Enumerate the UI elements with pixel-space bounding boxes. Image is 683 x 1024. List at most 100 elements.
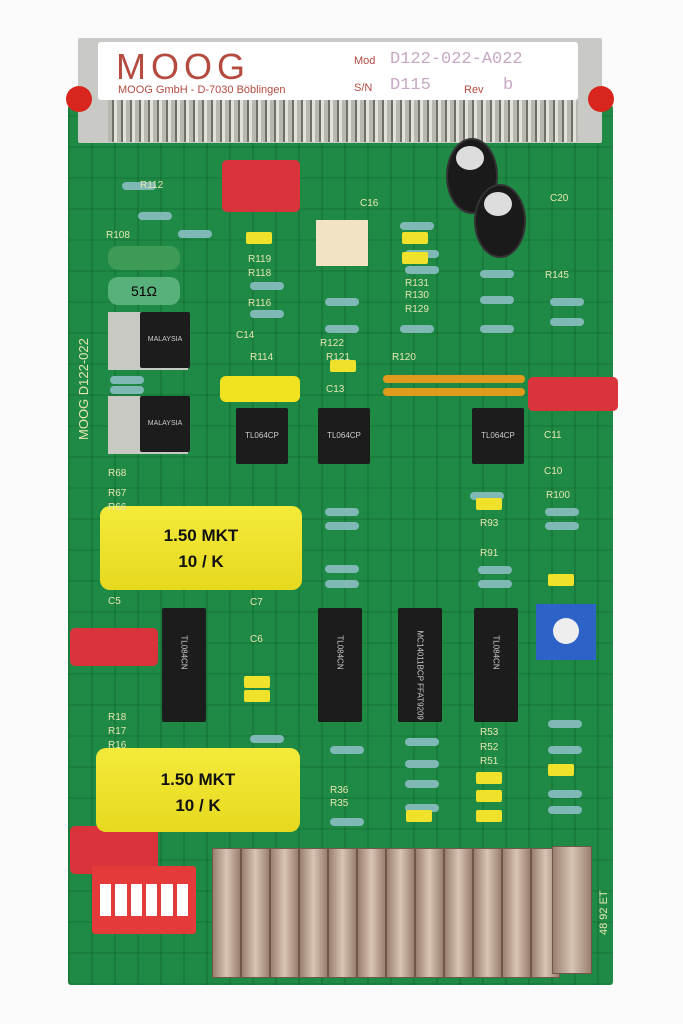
- silkscreen-ref: R129: [405, 304, 429, 315]
- relay: [444, 848, 473, 978]
- yellow-capacitor: [402, 252, 428, 264]
- resistor: [330, 818, 364, 826]
- silkscreen-ref: R108: [106, 230, 130, 241]
- yellow-capacitor: [476, 790, 502, 802]
- resistor: [325, 325, 359, 333]
- resistor: [405, 760, 439, 768]
- resistor: [110, 386, 144, 394]
- yellow-capacitor: [406, 810, 432, 822]
- ic-chip: TL064CP: [318, 408, 370, 464]
- resistor: [325, 298, 359, 306]
- dip-switch-4[interactable]: [145, 884, 158, 916]
- resistor: [480, 270, 514, 278]
- resistor: [478, 580, 512, 588]
- silkscreen-ref: R18: [108, 712, 127, 723]
- resistor: [550, 318, 584, 326]
- ejector-left: [66, 86, 92, 112]
- silkscreen-ref: R67: [108, 488, 127, 499]
- dip-switch[interactable]: [92, 866, 196, 934]
- brand-logo: MOOG: [116, 46, 250, 87]
- date-code: 48 92 ET: [598, 890, 610, 935]
- relay: [386, 848, 415, 978]
- resistor: [330, 746, 364, 754]
- yellow-capacitor: [244, 690, 270, 702]
- silkscreen-ref: C14: [236, 330, 255, 341]
- rev-label: Rev: [464, 84, 484, 96]
- red-capacitor: [222, 160, 300, 212]
- cap-value: 1.50 MKT: [160, 770, 236, 789]
- resistor: [400, 222, 434, 230]
- ic-chip: TL084CN: [318, 608, 362, 722]
- silkscreen-ref: R118: [248, 268, 272, 279]
- silkscreen-ref: R131: [405, 278, 429, 289]
- yellow-capacitor: [476, 810, 502, 822]
- silkscreen-ref: R122: [320, 338, 344, 349]
- dip-switch-3[interactable]: [130, 884, 142, 916]
- red-capacitor: [70, 628, 158, 666]
- resistor: [480, 325, 514, 333]
- silkscreen-ref: C5: [108, 596, 121, 607]
- dip-switch-2[interactable]: [115, 884, 127, 916]
- silkscreen-ref: R91: [480, 548, 499, 559]
- relay: [241, 848, 270, 978]
- silkscreen-ref: R16: [108, 740, 127, 751]
- cap-tolerance: 10 / K: [175, 796, 221, 815]
- resistor: [110, 376, 144, 384]
- mod-label: Mod: [354, 55, 376, 67]
- board-id: MOOG D122-022: [76, 338, 91, 440]
- silkscreen-ref: R112: [140, 180, 164, 191]
- electrolytic-capacitor: [474, 184, 526, 258]
- ic-chip: TL064CP: [236, 408, 288, 464]
- resistor: [400, 325, 434, 333]
- relay: [415, 848, 444, 978]
- resistor: [480, 296, 514, 304]
- silkscreen-ref: C7: [250, 597, 263, 608]
- dip-switch-6[interactable]: [176, 884, 188, 916]
- resistor: [470, 492, 504, 500]
- sn-label: S/N: [354, 82, 373, 94]
- resistor: [325, 565, 359, 573]
- silkscreen-ref: R66: [108, 502, 127, 513]
- resistor: [325, 522, 359, 530]
- relay: [552, 846, 592, 974]
- relay: [328, 848, 357, 978]
- yellow-capacitor: [402, 232, 428, 244]
- cap-tolerance: 10 / K: [178, 552, 224, 571]
- relay: [357, 848, 386, 978]
- silkscreen-ref: C6: [250, 634, 263, 645]
- ejector-right: [588, 86, 614, 112]
- resistor: [250, 282, 284, 290]
- yellow-capacitor: [548, 574, 574, 586]
- dip-switch-1[interactable]: [100, 884, 112, 916]
- resistor: [325, 508, 359, 516]
- model-number: D122-022-A022: [390, 50, 523, 69]
- resistor: [548, 790, 582, 798]
- silkscreen-ref: C20: [550, 193, 569, 204]
- yellow-capacitor: [476, 498, 502, 510]
- ic-chip: TL084CN: [474, 608, 518, 722]
- silkscreen-ref: R120: [392, 352, 416, 363]
- relay: [212, 848, 241, 978]
- resistor: [138, 212, 172, 220]
- company-text: MOOG GmbH - D-7030 Böblingen: [118, 84, 286, 96]
- yellow-capacitor: [548, 764, 574, 776]
- silkscreen-ref: R116: [248, 298, 272, 309]
- silkscreen-ref: C11: [544, 430, 562, 441]
- silkscreen-ref: R17: [108, 726, 127, 737]
- ic-chip: TL064CP: [472, 408, 524, 464]
- dip-switch-5[interactable]: [161, 884, 173, 916]
- silkscreen-ref: R35: [330, 798, 349, 809]
- silkscreen-ref: C16: [360, 198, 379, 209]
- resistor: [478, 566, 512, 574]
- connector-pins: [108, 100, 578, 142]
- relay: [502, 848, 531, 978]
- resistor: [548, 806, 582, 814]
- resistor: [122, 182, 156, 190]
- yellow-capacitor: [476, 772, 502, 784]
- film-capacitor: 1.50 MKT 10 / K: [96, 748, 300, 832]
- silkscreen-ref: R100: [546, 490, 570, 501]
- resistor: [545, 522, 579, 530]
- regulator-label: MALAYSIA: [140, 396, 190, 452]
- ic-chip: MC14011BCP FFAT9209: [398, 608, 442, 722]
- silkscreen-ref: C13: [326, 384, 345, 395]
